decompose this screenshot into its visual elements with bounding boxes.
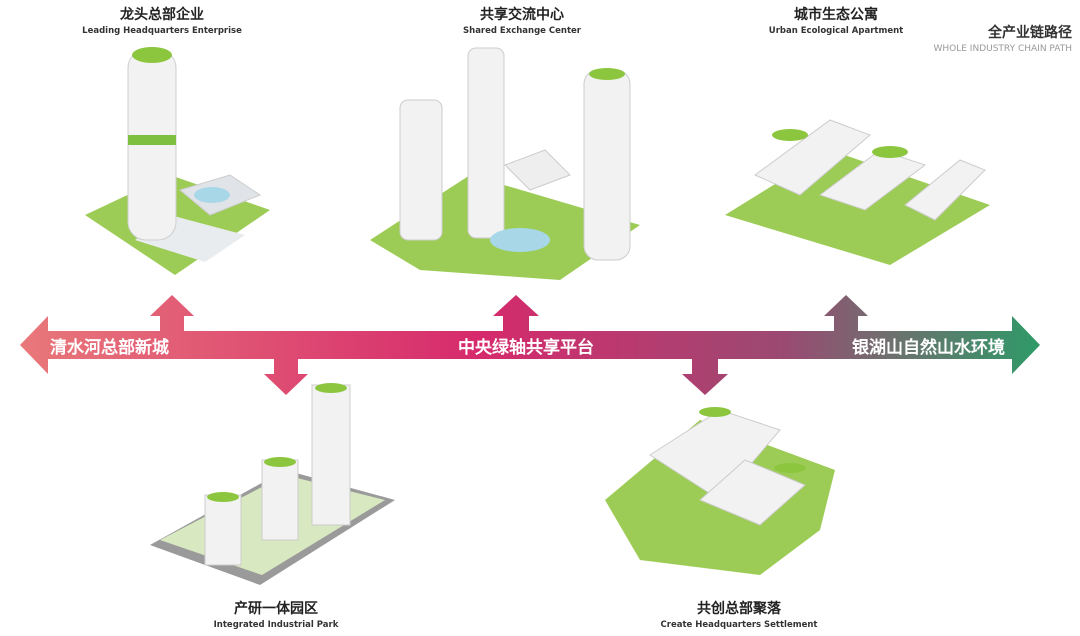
node-shared-exchange: 共享交流中心 Shared Exchange Center	[463, 4, 581, 36]
illustration-urban-apartment	[725, 119, 990, 265]
node-title-cn: 城市生态公寓	[794, 7, 878, 23]
node-title-en: Shared Exchange Center	[463, 26, 581, 36]
node-create-hq: 共创总部聚落 Create Headquarters Settlement	[661, 598, 818, 630]
node-urban-apartment: 城市生态公寓 Urban Ecological Apartment	[769, 4, 903, 36]
axis-center-label: 中央绿轴共享平台	[458, 338, 594, 358]
main-axis-arrow	[20, 295, 1040, 395]
node-title-en: Create Headquarters Settlement	[660, 620, 818, 630]
node-title-cn: 共创总部聚落	[696, 601, 781, 617]
axis-left-label: 清水河总部新城	[50, 338, 169, 358]
node-title-cn: 共享交流中心	[480, 7, 564, 23]
illustration-shared-exchange	[370, 47, 640, 280]
illustration-create-hq	[605, 407, 835, 575]
node-title-en: Urban Ecological Apartment	[768, 26, 904, 36]
node-leading-hq: 龙头总部企业 Leading Headquarters Enterprise	[82, 4, 242, 36]
corner-title: 全产业链路径 WHOLE INDUSTRY CHAIN PATH	[934, 22, 1073, 54]
node-title-en: Integrated Industrial Park	[213, 620, 339, 630]
node-title-en: Leading Headquarters Enterprise	[82, 26, 242, 36]
corner-title-cn: 全产业链路径	[988, 25, 1072, 41]
node-industrial-park: 产研一体园区 Integrated Industrial Park	[214, 598, 339, 630]
axis-right-label: 银湖山自然山水环境	[852, 338, 1005, 358]
illustration-leading-hq	[85, 47, 270, 275]
illustration-industrial-park	[150, 383, 395, 585]
node-title-cn: 产研一体园区	[233, 601, 318, 617]
corner-title-en: WHOLE INDUSTRY CHAIN PATH	[933, 44, 1073, 54]
node-title-cn: 龙头总部企业	[119, 7, 204, 23]
